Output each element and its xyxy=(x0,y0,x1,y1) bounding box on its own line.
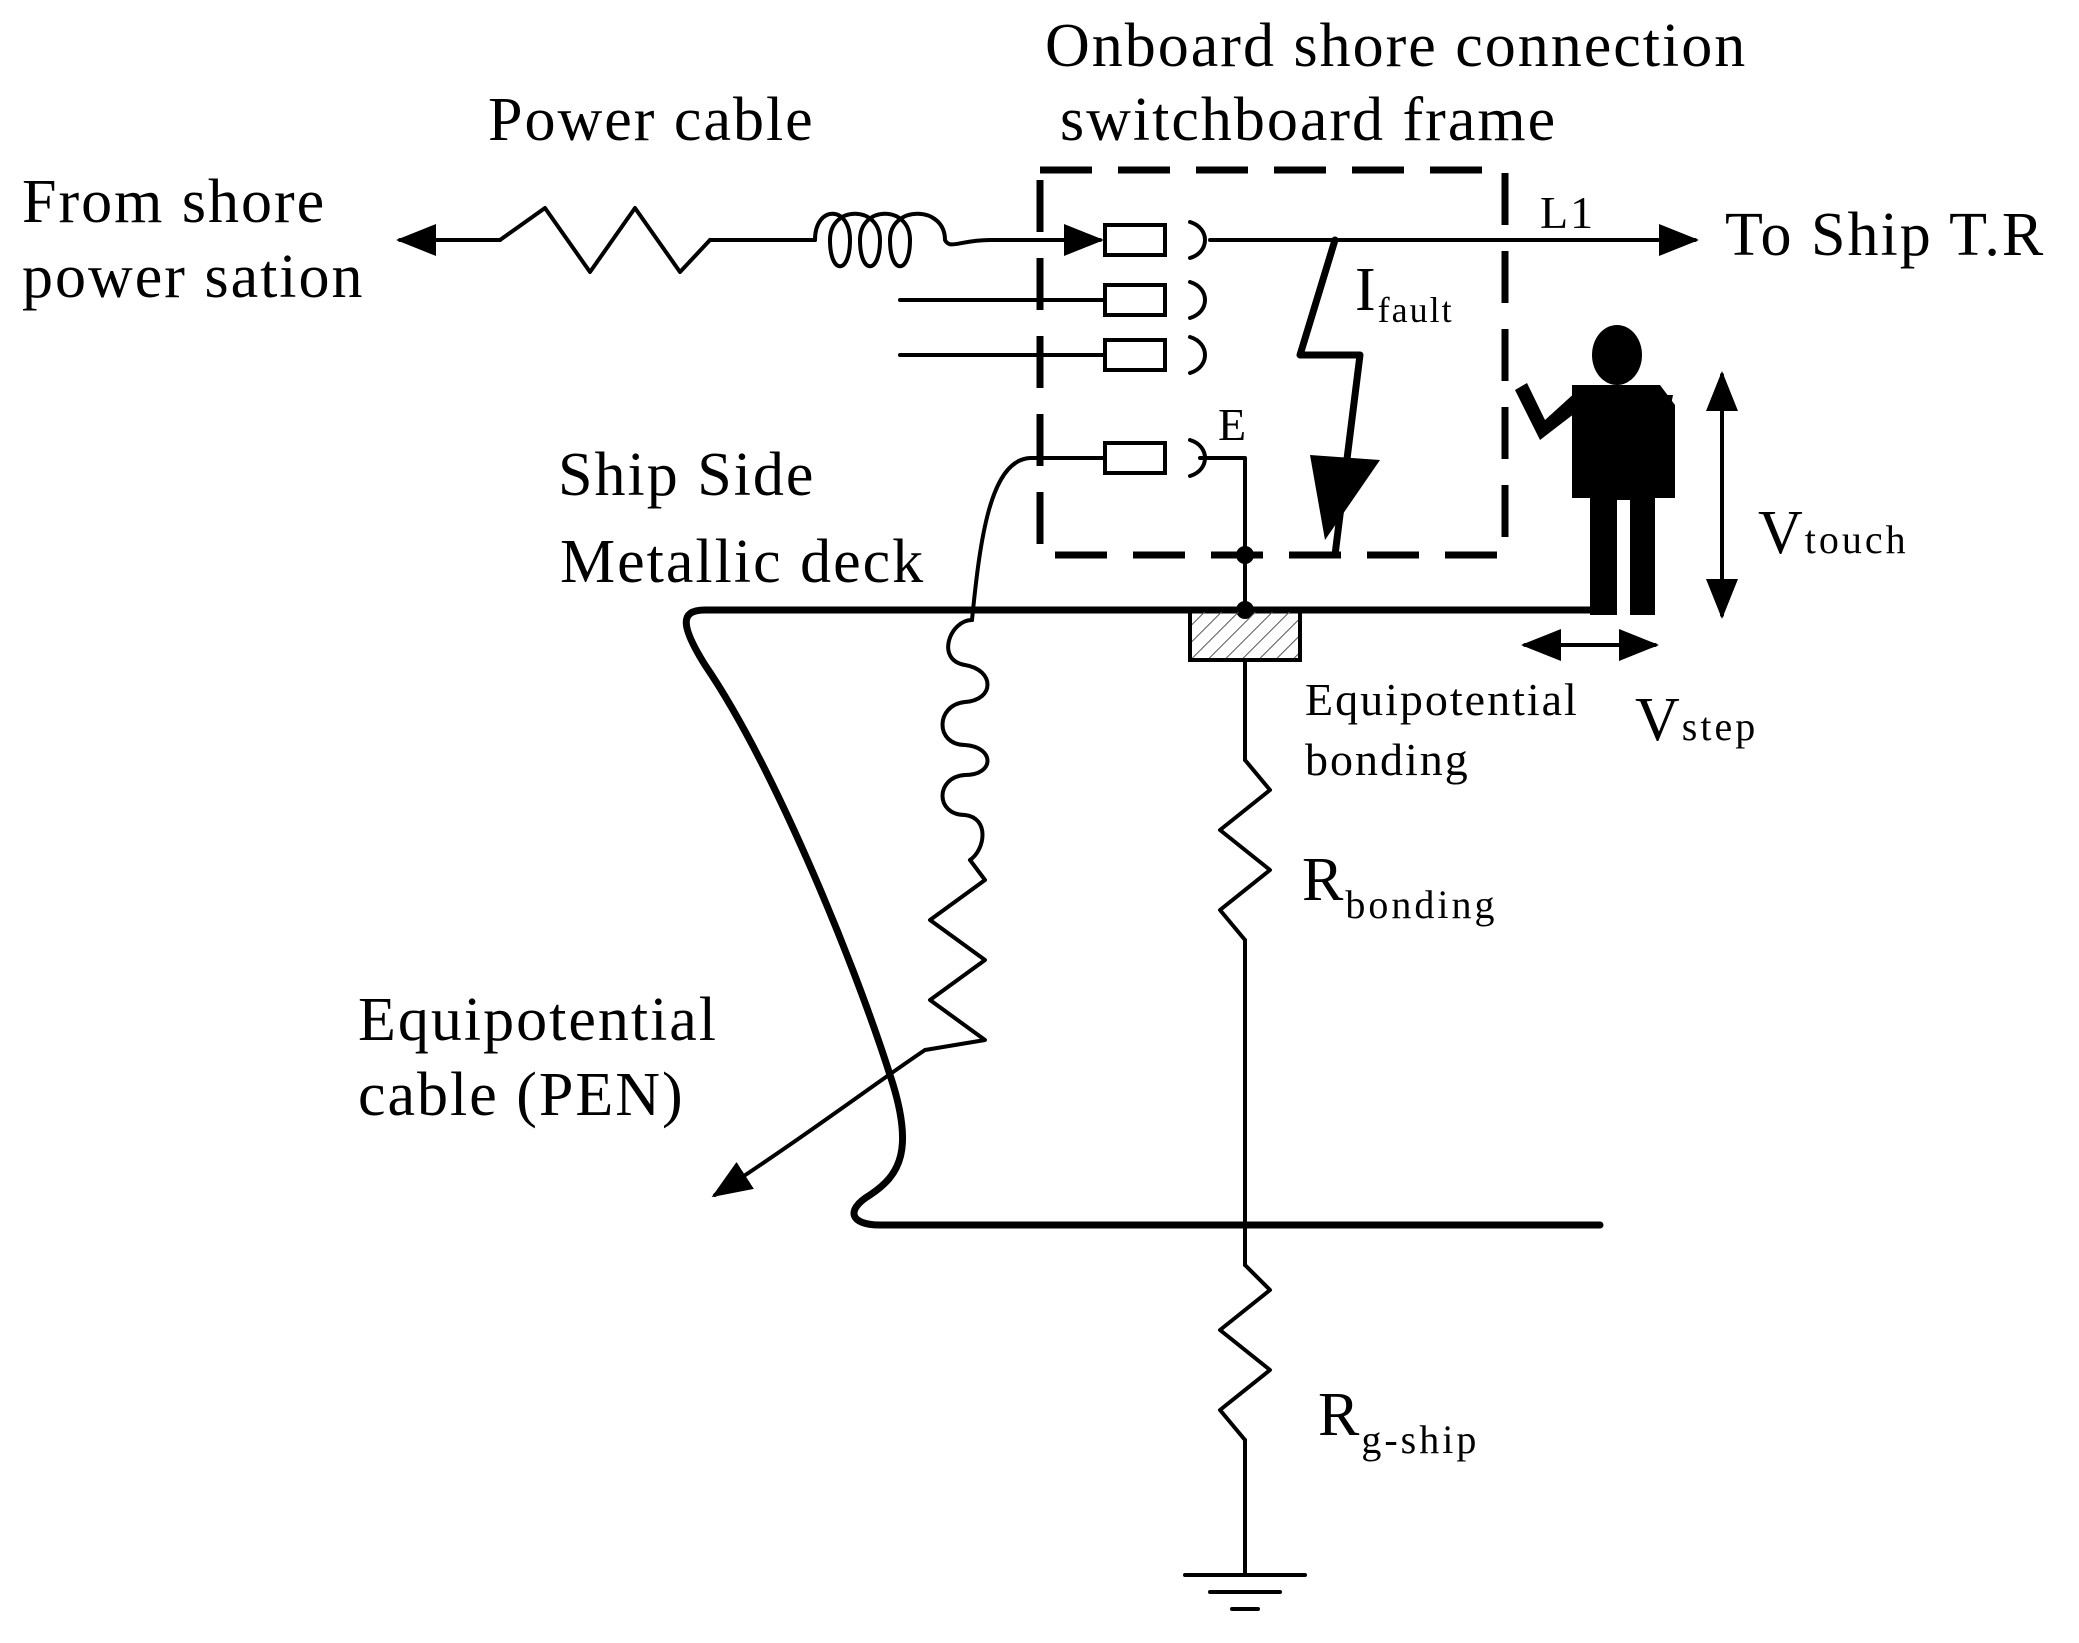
r-bonding-path xyxy=(1218,658,1272,1577)
r-bonding-resistor-icon xyxy=(1218,758,1272,942)
r-gship-resistor-icon xyxy=(1218,1263,1272,1442)
label-equip-cable-line1: Equipotential xyxy=(358,986,718,1054)
e-terminal-line xyxy=(1198,456,1254,619)
label-l1: L1 xyxy=(1540,187,1595,238)
equipotential-cable-pen xyxy=(711,456,1107,1198)
label-from-shore: From shore xyxy=(22,168,326,236)
label-to-ship: To Ship T.R xyxy=(1725,201,2045,269)
person-icon xyxy=(1515,325,1675,615)
label-ship-side: Ship Side xyxy=(558,441,815,509)
equipotential-bonding-block xyxy=(1188,608,1302,662)
metallic-deck xyxy=(682,606,1604,1229)
label-v-touch: Vtouch xyxy=(1758,499,1909,567)
connector-l1 xyxy=(1103,220,1207,260)
connector-l2 xyxy=(898,280,1207,320)
power-cable-inductor-icon xyxy=(813,211,992,269)
label-equip-bonding-line2: bonding xyxy=(1305,734,1470,785)
label-r-bonding: Rbonding xyxy=(1302,846,1497,927)
label-equip-cable-line2: cable (PEN) xyxy=(358,1061,685,1129)
label-equip-bonding-line1: Equipotential xyxy=(1305,674,1579,725)
label-e-terminal: E xyxy=(1218,399,1248,450)
power-cable-resistor-icon xyxy=(498,206,712,274)
label-metallic-deck: Metallic deck xyxy=(560,528,925,596)
pen-inductor-icon xyxy=(940,618,990,862)
ground-icon xyxy=(1183,1573,1307,1611)
fault-current-bolt xyxy=(1296,236,1380,559)
label-power-cable: Power cable xyxy=(488,86,815,154)
pen-resistor-icon xyxy=(923,858,987,1052)
label-i-fault: Ifault xyxy=(1355,256,1454,330)
power-cable-line xyxy=(396,206,1104,274)
label-frame-line1: Onboard shore connection xyxy=(1045,12,1747,80)
label-frame-line2: switchboard frame xyxy=(1060,86,1557,154)
connector-e xyxy=(1103,438,1207,478)
label-r-gship: Rg-ship xyxy=(1318,1381,1479,1462)
label-v-step: Vstep xyxy=(1635,686,1758,754)
frame-junction-node xyxy=(1236,546,1254,564)
label-power-station: power sation xyxy=(22,243,365,311)
connector-l3 xyxy=(898,335,1207,375)
switchboard-frame xyxy=(1036,166,1509,559)
